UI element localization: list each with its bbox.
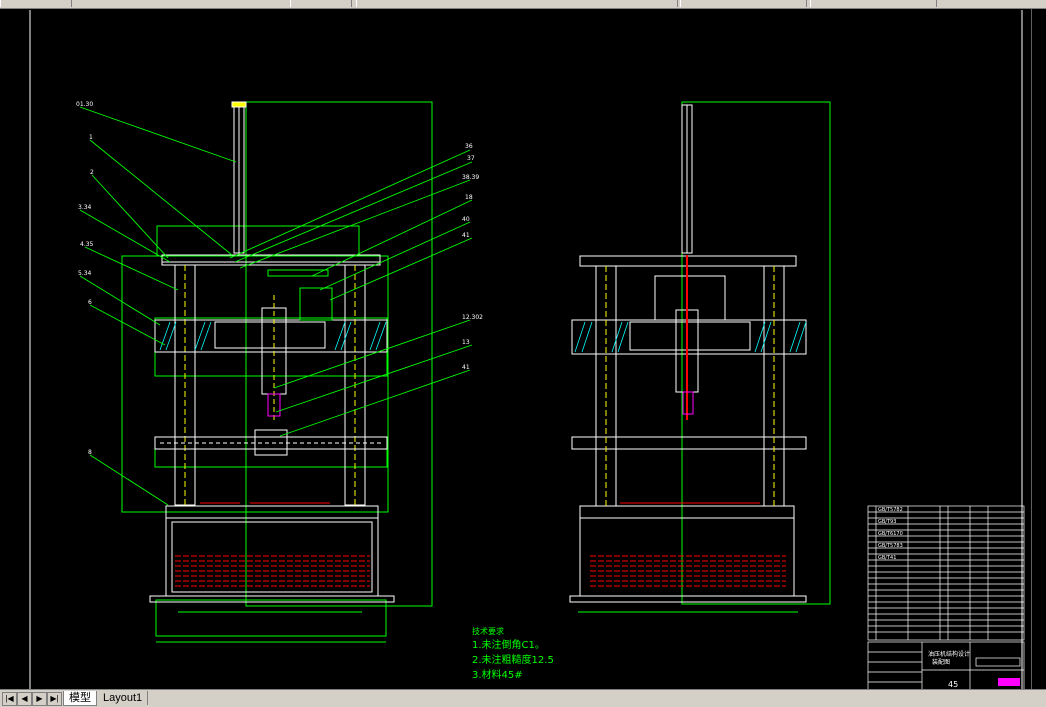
last-arrow-icon[interactable]: ▶| bbox=[47, 692, 62, 706]
toolbar-strip bbox=[0, 0, 1046, 9]
callout-label: 38.39 bbox=[462, 174, 479, 181]
prev-arrow-icon[interactable]: ◀ bbox=[17, 692, 32, 706]
toolbar-segment[interactable] bbox=[356, 0, 678, 7]
callout-label: 3.34 bbox=[78, 204, 92, 211]
toolbar-segment[interactable] bbox=[290, 0, 352, 7]
technical-notes: 技术要求 1.未注倒角C1。 2.未注粗糙度12.5 3.材料45# bbox=[472, 626, 554, 681]
front-view-assembly bbox=[121, 101, 433, 643]
layout-tab-bar: |◀ ◀ ▶ ▶| 模型 Layout1 bbox=[0, 689, 1046, 707]
callout-label: 8 bbox=[88, 449, 92, 456]
callout-label: 5.34 bbox=[78, 270, 92, 277]
svg-text:GB/T41: GB/T41 bbox=[878, 555, 896, 561]
drawing-frame bbox=[29, 10, 1023, 690]
sheet-number: 45 bbox=[948, 680, 958, 689]
title-block-name: 油压机结构设计 bbox=[928, 650, 970, 658]
tab-model[interactable]: 模型 bbox=[63, 691, 97, 706]
callout-label: 37 bbox=[467, 155, 475, 162]
toolbar-segment[interactable] bbox=[810, 0, 937, 7]
svg-text:GB/T93: GB/T93 bbox=[878, 519, 896, 525]
toolbar-segment[interactable] bbox=[0, 0, 72, 7]
tab-layout1[interactable]: Layout1 bbox=[98, 691, 149, 705]
callout-label: 13 bbox=[462, 339, 470, 346]
callout-label: 41 bbox=[462, 232, 470, 239]
svg-text:GB/T6170: GB/T6170 bbox=[878, 531, 903, 537]
callout-label: 18 bbox=[465, 194, 473, 201]
top-plate bbox=[161, 254, 381, 266]
vertical-scrollbar[interactable] bbox=[1031, 9, 1046, 690]
tech-note-item: 1.未注倒角C1。 bbox=[472, 638, 545, 651]
side-view-assembly bbox=[569, 101, 831, 613]
title-block-sub: 装配图 bbox=[932, 658, 950, 666]
tech-note-item: 3.材料45# bbox=[472, 668, 523, 681]
callout-label: 1 bbox=[89, 134, 93, 141]
next-arrow-icon[interactable]: ▶ bbox=[32, 692, 47, 706]
callout-label: 12.302 bbox=[462, 314, 483, 321]
callout-label: 36 bbox=[465, 143, 473, 150]
drawing-canvas[interactable]: 01.30 1 2 3.34 4.35 5.34 6 8 36 37 38.39… bbox=[0, 9, 1046, 691]
first-arrow-icon[interactable]: |◀ bbox=[2, 692, 17, 706]
callout-label: 6 bbox=[88, 299, 92, 306]
callout-label: 40 bbox=[462, 216, 470, 223]
toolbar-segment[interactable] bbox=[680, 0, 807, 7]
svg-text:GB/T5783: GB/T5783 bbox=[878, 543, 903, 549]
svg-text:GB/T5782: GB/T5782 bbox=[878, 507, 903, 513]
projection-symbol bbox=[998, 678, 1020, 686]
left-callouts bbox=[79, 106, 473, 506]
callout-label: 2 bbox=[90, 169, 94, 176]
title-block bbox=[867, 505, 1025, 691]
callout-label: 01.30 bbox=[76, 101, 93, 108]
tech-note-item: 2.未注粗糙度12.5 bbox=[472, 653, 554, 666]
callout-label: 4.35 bbox=[80, 241, 94, 248]
tech-notes-title: 技术要求 bbox=[472, 626, 504, 636]
callout-label: 41 bbox=[462, 364, 470, 371]
